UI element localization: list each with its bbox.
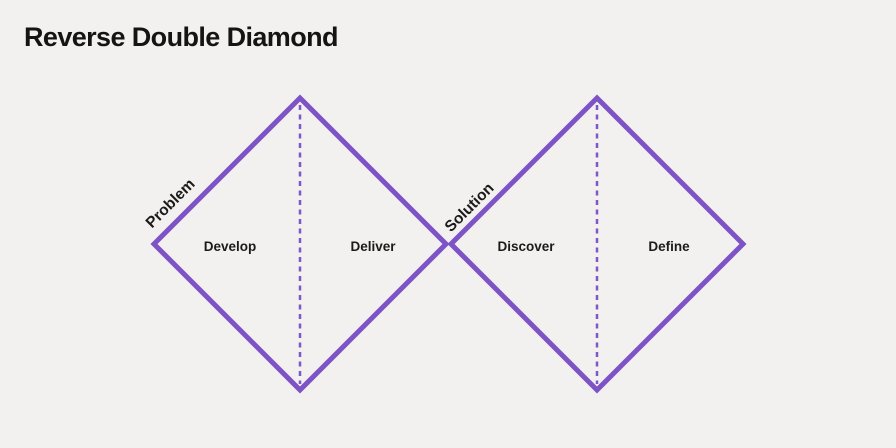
- page-title: Reverse Double Diamond: [24, 22, 338, 52]
- solution-diamond-outline: [447, 94, 747, 394]
- develop-zone-label: Develop: [203, 239, 257, 254]
- discover-zone-label: Discover: [497, 239, 555, 254]
- problem-diamond-outline: [150, 94, 450, 394]
- define-zone-label: Define: [648, 239, 690, 254]
- deliver-zone-label: Deliver: [350, 239, 396, 254]
